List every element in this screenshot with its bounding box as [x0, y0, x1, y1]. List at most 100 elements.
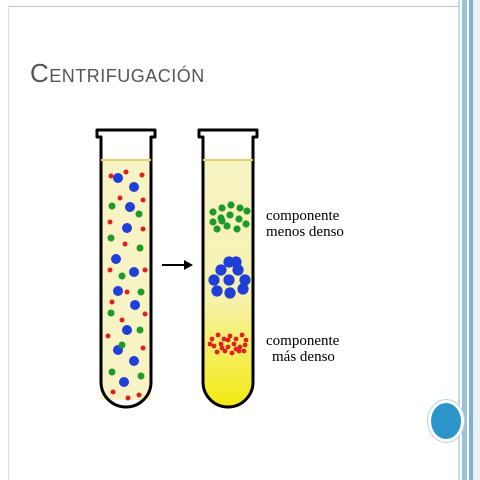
particle-blue	[208, 274, 220, 286]
particle-red	[117, 195, 123, 201]
particle-red	[110, 389, 116, 395]
particle-blue	[122, 325, 132, 335]
particle-green	[226, 211, 234, 219]
label-less-dense-line1: componente	[266, 208, 340, 224]
particle-green	[136, 326, 144, 334]
particle-blue	[129, 182, 139, 192]
particle-red	[222, 348, 228, 354]
particle-red	[242, 342, 248, 348]
particle-blue	[130, 300, 140, 310]
particle-blue	[237, 283, 249, 295]
particle-red	[125, 395, 131, 401]
mixed-particles	[105, 169, 148, 401]
particle-red	[243, 337, 249, 343]
particle-blue	[239, 274, 251, 286]
particle-red	[123, 169, 129, 175]
particle-green	[118, 272, 126, 280]
particle-red	[142, 311, 148, 317]
particle-green	[107, 309, 115, 317]
particle-red	[140, 197, 146, 203]
nav-circle-button[interactable]	[428, 400, 464, 442]
particle-green	[218, 204, 226, 212]
right-decorative-band	[458, 0, 480, 480]
particle-red	[136, 392, 142, 398]
particle-blue	[224, 287, 236, 299]
particle-red	[107, 267, 113, 273]
particle-blue	[113, 173, 123, 183]
particle-blue	[129, 267, 139, 277]
particle-red	[218, 341, 224, 347]
particle-red	[140, 226, 146, 232]
particle-red	[105, 333, 111, 339]
particle-red	[225, 344, 231, 350]
label-less-dense: componente menos denso	[266, 208, 344, 240]
label-less-dense-line2: menos denso	[266, 224, 344, 240]
particle-red	[207, 341, 213, 347]
particle-red	[108, 173, 114, 179]
particle-green	[137, 288, 145, 296]
particle-red	[119, 317, 125, 323]
particle-blue	[129, 356, 139, 366]
particle-green	[107, 234, 115, 242]
particle-green	[236, 204, 244, 212]
particle-green	[233, 225, 241, 233]
label-more-dense-line2: más denso	[272, 349, 335, 365]
particle-blue	[122, 223, 132, 233]
particle-blue	[223, 274, 235, 286]
particle-red	[221, 336, 227, 342]
particle-green	[242, 220, 250, 228]
particle-green	[118, 341, 126, 349]
particle-red	[139, 172, 145, 178]
tube-separated	[197, 128, 259, 409]
particle-blue	[119, 377, 129, 387]
particle-red	[122, 241, 128, 247]
particle-red	[237, 344, 243, 350]
top-rule	[8, 6, 460, 7]
particle-red	[211, 343, 217, 349]
particle-green	[108, 202, 116, 210]
left-rule	[8, 6, 9, 480]
particle-green	[227, 201, 235, 209]
particle-green	[213, 225, 221, 233]
arrow-icon	[162, 260, 193, 270]
particle-red	[219, 345, 225, 351]
particle-green	[235, 215, 243, 223]
particle-red	[209, 336, 215, 342]
label-more-dense-line1: componente	[266, 333, 340, 349]
particle-green	[137, 372, 145, 380]
particle-red	[241, 348, 247, 354]
particle-red	[140, 345, 146, 351]
blue-cluster	[208, 256, 251, 299]
label-more-dense: componente más denso	[266, 333, 339, 365]
particle-red	[142, 267, 148, 273]
particle-blue	[125, 202, 135, 212]
particle-green	[135, 210, 143, 218]
particle-red	[231, 341, 237, 347]
particle-blue	[113, 286, 123, 296]
particle-blue	[230, 256, 242, 268]
particle-red	[239, 332, 245, 338]
particle-blue	[111, 254, 121, 264]
particle-green	[218, 217, 226, 225]
particle-green	[243, 207, 251, 215]
particle-red	[109, 299, 115, 305]
particle-green	[108, 368, 116, 376]
particle-red	[227, 333, 233, 339]
particle-red	[124, 289, 130, 295]
particle-green	[223, 222, 231, 230]
particle-red	[225, 337, 231, 343]
particle-green	[209, 218, 217, 226]
particle-red	[229, 350, 235, 356]
tube-mixed	[95, 128, 157, 409]
particle-red	[214, 349, 220, 355]
particle-red	[233, 336, 239, 342]
particle-blue	[215, 264, 227, 276]
particle-red	[215, 332, 221, 338]
particle-green	[209, 208, 217, 216]
less-dense-green-cluster	[209, 201, 251, 233]
particle-red	[233, 346, 239, 352]
more-dense-red-cluster	[207, 332, 249, 356]
slide-title: Centrifugación	[30, 58, 205, 88]
